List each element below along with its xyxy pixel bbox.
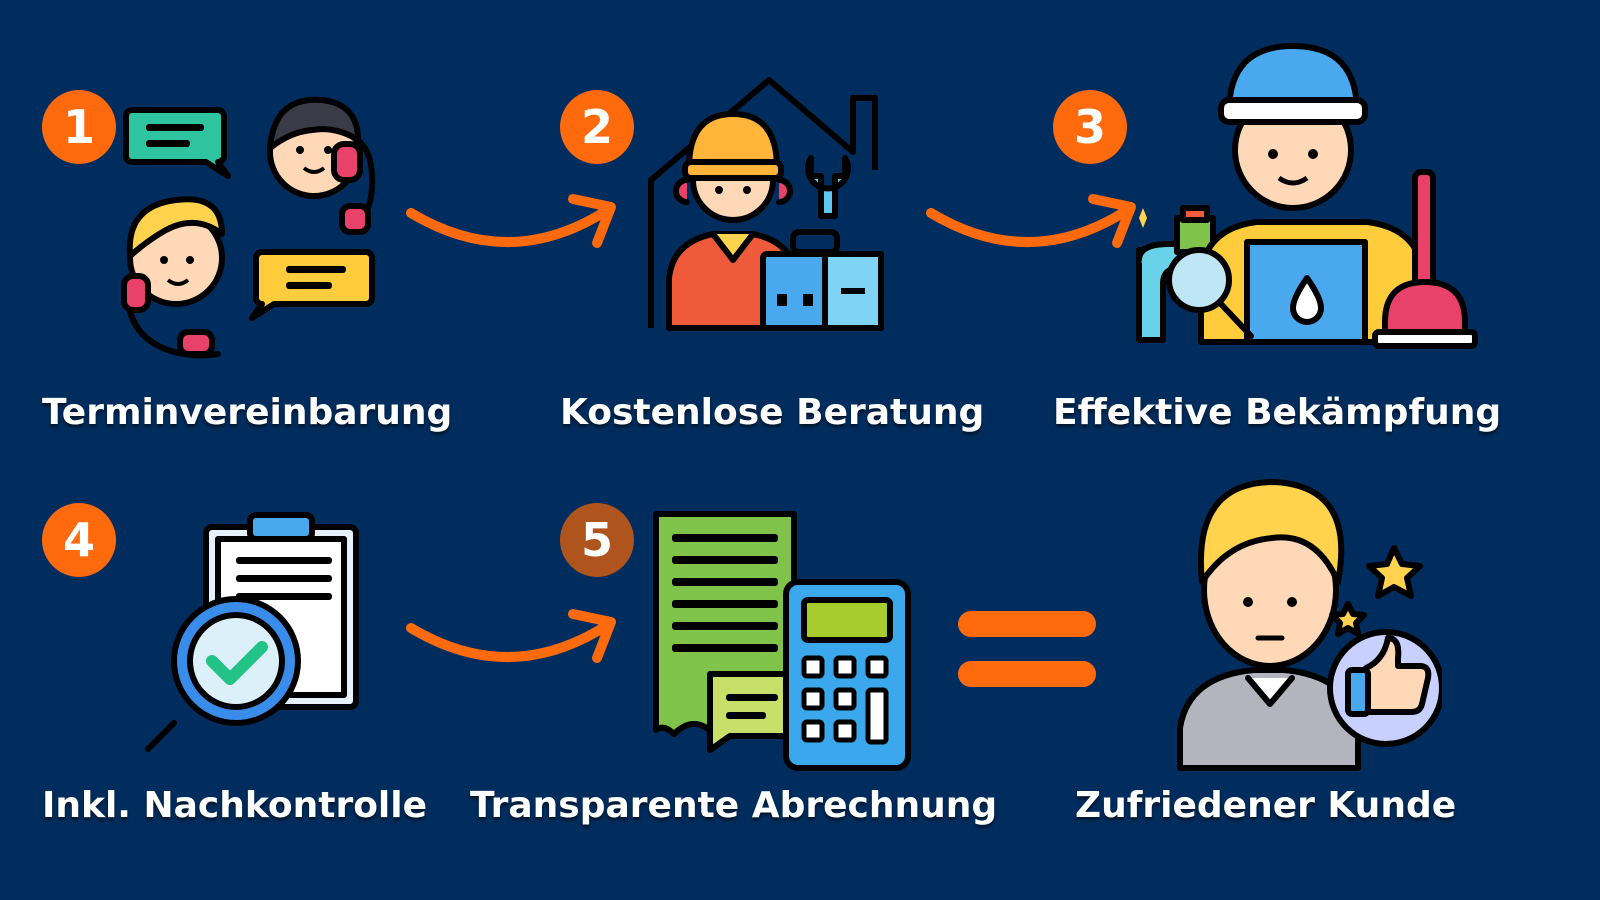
- result-label: Zufriedener Kunde: [1075, 785, 1457, 826]
- step-4-badge: 4: [42, 503, 116, 577]
- equals-icon: [958, 611, 1096, 687]
- technician-icon: [648, 77, 884, 331]
- arrow-right-icon: [406, 194, 616, 248]
- clipboard-check-icon: [145, 512, 359, 752]
- arrow-right-icon: [406, 609, 616, 663]
- phone-chat-icon: [121, 96, 376, 359]
- step-4-label: Inkl. Nachkontrolle: [42, 785, 428, 826]
- step-5-badge: 5: [560, 503, 634, 577]
- step-3-label: Effektive Bekämpfung: [1053, 392, 1502, 433]
- step-1-badge: 1: [42, 90, 116, 164]
- arrow-right-icon: [926, 194, 1136, 248]
- invoice-calculator-icon: [653, 511, 911, 771]
- plumber-icon: [1136, 43, 1478, 349]
- step-2-label: Kostenlose Beratung: [560, 392, 985, 433]
- satisfied-customer-icon: [1177, 479, 1442, 771]
- step-3-badge: 3: [1053, 90, 1127, 164]
- step-1-label: Terminvereinbarung: [42, 392, 453, 433]
- step-5-label: Transparente Abrechnung: [470, 785, 998, 826]
- step-2-badge: 2: [560, 90, 634, 164]
